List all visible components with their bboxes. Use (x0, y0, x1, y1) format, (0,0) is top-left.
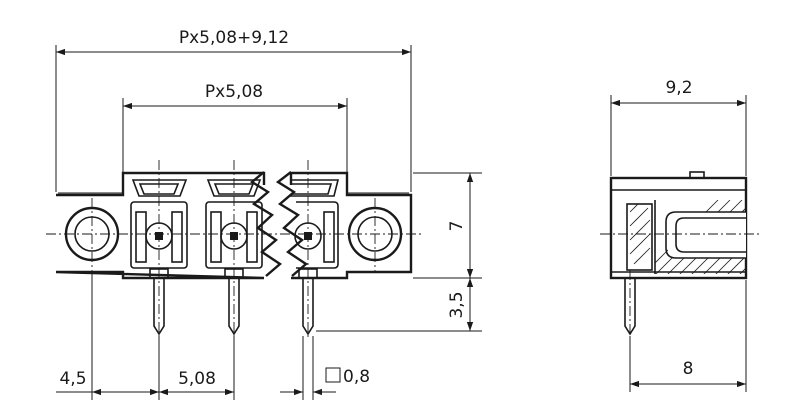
dim-height-label: 7 (447, 221, 467, 232)
dim-overall-width: Px5,08+9,12 (55, 28, 412, 192)
pin-1 (153, 278, 165, 336)
clamp-3-outline (296, 201, 339, 269)
dim-overall-width-label: Px5,08+9,12 (179, 28, 289, 48)
dim-pin-size: 0,8 (280, 336, 370, 400)
front-centerlines (46, 160, 424, 340)
dim-pitch-span: Px5,08 (122, 82, 348, 172)
dim-pin-length-label: 3,5 (447, 291, 467, 318)
dim-side-width-label: 9,2 (665, 78, 692, 98)
side-wire-cavity (665, 211, 746, 259)
dim-pitch-span-label: Px5,08 (205, 82, 263, 102)
pin-2 (228, 278, 240, 336)
dim-edge-offset-label: 4,5 (59, 369, 86, 389)
front-view (46, 160, 424, 340)
wire-entry-tops (131, 179, 340, 197)
square-symbol (325, 367, 341, 383)
dim-pin-length: 3,5 (316, 278, 482, 332)
dim-pitch-label: 5,08 (178, 369, 216, 389)
dim-edge-offset: 4,5 (56, 272, 160, 400)
solder-pins (153, 278, 314, 336)
dim-height: 7 (413, 172, 482, 279)
dim-side-depth-label: 8 (683, 359, 694, 379)
dim-side-depth: 8 (629, 280, 747, 392)
side-view (600, 171, 760, 345)
front-body-outline (55, 171, 413, 280)
dim-pitch: 5,08 (159, 336, 235, 400)
pin-3 (302, 278, 314, 336)
section-break-zigzag (249, 171, 308, 277)
dim-side-width: 9,2 (610, 78, 747, 176)
dim-pin-size-label: 0,8 (343, 367, 370, 387)
